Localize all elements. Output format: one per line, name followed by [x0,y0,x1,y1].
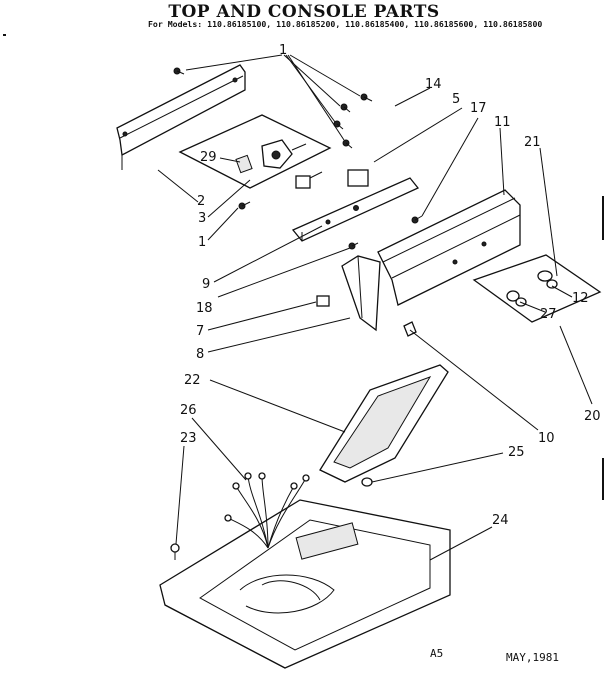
callout-3: 3 [198,211,206,226]
callout-12: 12 [572,291,589,306]
callout-8: 8 [196,347,204,362]
callout-18: 18 [196,301,213,316]
callout-10: 10 [538,431,555,446]
timer-plate-part [178,114,332,189]
clip-part [316,295,330,307]
callout-5: 5 [452,92,460,107]
callout-2: 2 [197,194,205,209]
rear-panel-part [116,64,246,170]
switch-plate-part [472,254,602,323]
footer-date: MAY,1981 [506,651,559,664]
callout-22: 22 [184,373,201,388]
callout-27: 27 [540,307,557,322]
scan-mark-right-bottom [602,458,604,500]
scan-mark-left [3,34,6,36]
model-list: For Models: 110.86185100, 110.86185200, … [148,19,543,29]
callout-7: 7 [196,324,204,339]
leader-lines [157,54,593,561]
callout-24: 24 [492,513,509,528]
callout-1b: 1 [198,235,206,250]
switch-bracket-part [291,169,420,242]
callout-26: 26 [180,403,197,418]
callout-11: 11 [494,115,511,130]
callout-17: 17 [470,101,487,116]
end-cap-part [341,255,381,332]
scan-mark-right-top [602,196,604,240]
callout-29: 29 [200,150,217,165]
console-part [377,189,521,306]
page-title: TOP AND CONSOLE PARTS [168,2,440,22]
callout-14: 14 [425,77,442,92]
callout-25: 25 [508,445,525,460]
callout-9: 9 [202,277,210,292]
top-panel-part [159,499,451,669]
callout-labels: 1 1 2 3 5 7 8 9 10 11 12 14 17 18 20 21 … [180,43,601,528]
callout-23: 23 [180,431,197,446]
duct-part [319,364,449,483]
callout-1: 1 [279,43,287,58]
fastener-part [361,477,373,487]
footer-code: A5 [430,647,443,660]
callout-21: 21 [524,135,541,150]
wire-harness-part [224,472,335,614]
screw-parts [173,67,423,250]
callout-20: 20 [584,409,601,424]
bottom-screw-part [170,543,180,560]
